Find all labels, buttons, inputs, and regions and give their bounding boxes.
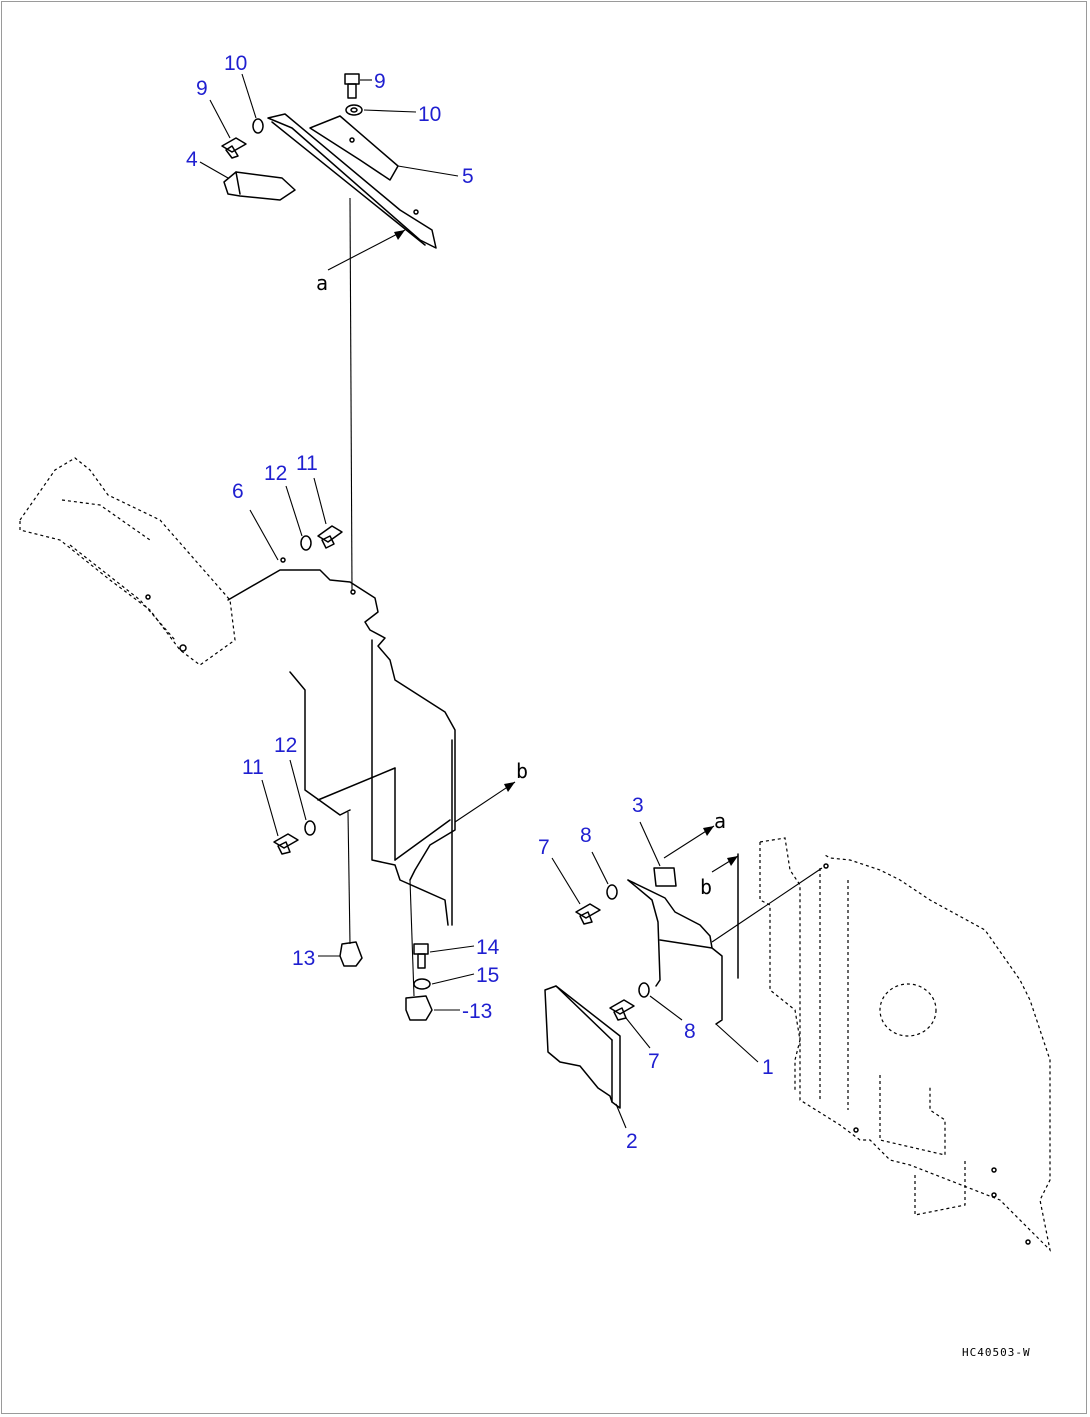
arrow-a-right: [663, 825, 715, 859]
callout-9-left: 9: [196, 77, 208, 100]
callout-labels: 10 9 9 10 4 5 11 12 6 12 11 13 14 15 -13…: [186, 52, 774, 1153]
arrow-label-a-right: a: [714, 809, 726, 833]
bolt-7-lower: [609, 999, 635, 1021]
arrow-a-top: [327, 229, 406, 271]
washer-12-upper: [300, 535, 312, 551]
washer-10-left: [252, 118, 264, 134]
callout-8-lower: 8: [684, 1020, 696, 1043]
washer-10-top: [345, 104, 363, 116]
bolt-11-lower: [273, 833, 299, 855]
washer-15: [413, 978, 431, 990]
callout-8-upper: 8: [580, 824, 592, 847]
washer-8-lower: [638, 982, 650, 998]
part-1-bracket: [627, 867, 823, 1063]
callout-3: 3: [632, 794, 644, 817]
callout-11-lower: 11: [242, 756, 264, 779]
guide-line-clip-right: [409, 879, 415, 997]
part-6-cover: [227, 557, 456, 926]
bolt-9-left: [221, 137, 247, 159]
callout-15: 15: [476, 964, 499, 987]
clip-13-left: [339, 941, 363, 967]
frame-member-left: [19, 457, 236, 666]
bolt-14: [413, 943, 429, 969]
arrow-label-a-top: a: [316, 271, 328, 295]
bolt-9-top: [344, 73, 360, 99]
callout-10-left: 10: [224, 52, 247, 75]
part-5-cover-plate: [267, 113, 437, 249]
arrow-b-middle: [454, 781, 516, 823]
callout-13-right: -13: [462, 1000, 492, 1023]
arrow-b-right: [711, 855, 739, 873]
callout-7-lower: 7: [648, 1050, 660, 1073]
callout-12-upper: 12: [264, 462, 287, 485]
callout-12-lower: 12: [274, 734, 297, 757]
callout-10-top: 10: [418, 103, 441, 126]
bolt-11-upper: [317, 525, 343, 549]
callout-5: 5: [462, 165, 474, 188]
leader-lines: [199, 73, 683, 1129]
arrow-label-b-right: b: [700, 875, 712, 899]
frame-right-dashed: [759, 837, 1051, 1252]
callout-9-top: 9: [374, 70, 386, 93]
callout-11-upper: 11: [296, 452, 318, 475]
washer-12-lower: [304, 820, 316, 836]
callout-2: 2: [626, 1130, 638, 1153]
drawing-code: HC40503-W: [962, 1346, 1031, 1359]
callout-4: 4: [186, 148, 198, 171]
part-4-bracket: [223, 171, 296, 201]
arrow-label-b-middle: b: [516, 759, 528, 783]
guide-line-top: [349, 197, 353, 591]
callout-7-upper: 7: [538, 836, 550, 859]
callout-6: 6: [232, 480, 244, 503]
arrow-letters: a b a b: [316, 271, 726, 899]
bolt-7-upper: [575, 903, 601, 925]
callout-1: 1: [762, 1056, 774, 1079]
washer-8-upper: [606, 884, 618, 900]
callout-14: 14: [476, 936, 500, 959]
clip-13-right: [405, 995, 433, 1021]
callout-13-left: 13: [292, 947, 315, 970]
part-3-plate: [653, 867, 677, 887]
guide-line-clip-left: [347, 811, 351, 945]
part-2-cover: [544, 985, 621, 1109]
